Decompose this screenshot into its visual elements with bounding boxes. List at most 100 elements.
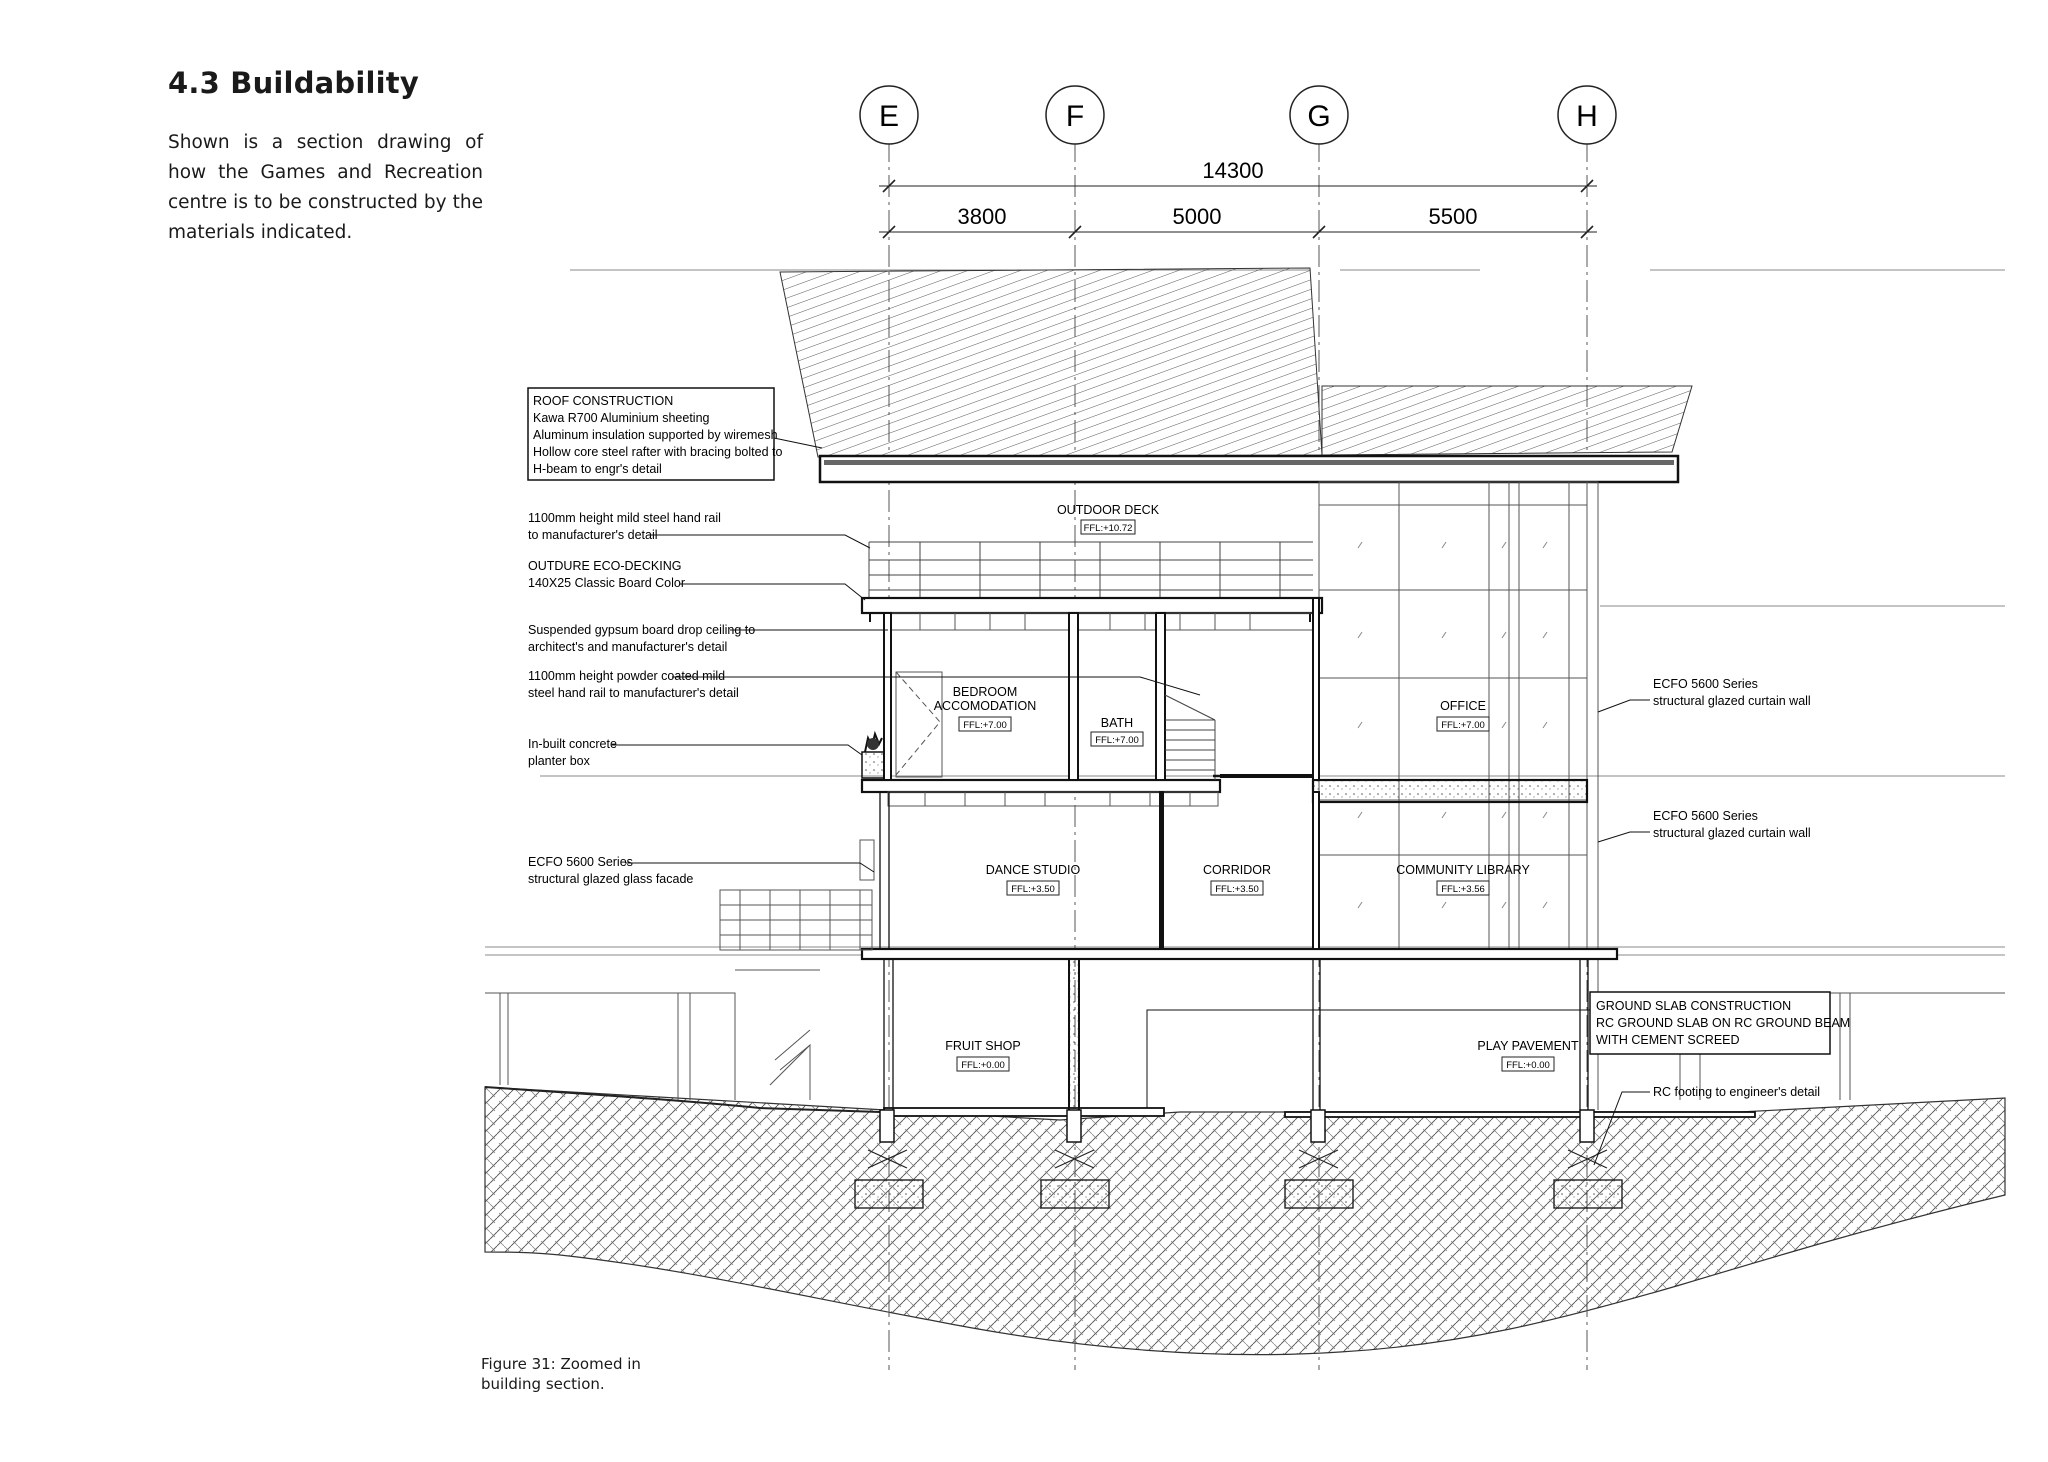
- room-bath: BATH FFL:+7.00: [1090, 716, 1144, 747]
- intro-paragraph: Shown is a section drawing of how the Ga…: [168, 132, 483, 243]
- room-bedroom: BEDROOM ACCOMODATION FFL:+7.00: [934, 685, 1037, 732]
- note-handrail-deck-line-2: to manufacturer's detail: [528, 528, 658, 542]
- ffl-outdoor-deck: FFL:+10.72: [1084, 523, 1133, 534]
- room-fruit-shop: FRUIT SHOP FFL:+0.00: [945, 1039, 1021, 1072]
- note-ceiling-line-1: Suspended gypsum board drop ceiling to: [528, 623, 755, 637]
- dimension-overall: 14300: [1202, 158, 1263, 183]
- axis-label-h: H: [1576, 100, 1598, 133]
- ffl-play-pavement: FFL:+0.00: [1506, 1060, 1550, 1071]
- planter-box: [861, 730, 885, 779]
- note-footing: RC footing to engineer's detail: [1593, 1085, 1820, 1166]
- deck-handrail: [868, 541, 1313, 598]
- note-curtain-upper-line-2: structural glazed curtain wall: [1653, 694, 1811, 708]
- room-name-outdoor-deck: OUTDOOR DECK: [1057, 503, 1160, 517]
- note-roof: ROOF CONSTRUCTION Kawa R700 Aluminium sh…: [527, 387, 823, 481]
- level-1-slab: [860, 947, 1619, 961]
- dimension-span-ef: 3800: [958, 204, 1007, 229]
- ffl-bedroom: FFL:+7.00: [963, 720, 1007, 731]
- room-name-bedroom: BEDROOM: [953, 685, 1018, 699]
- note-facade-line-1: ECFO 5600 Series: [528, 855, 633, 869]
- note-handrail-powder: 1100mm height powder coated mild steel h…: [528, 669, 1201, 700]
- note-decking-line-2: 140X25 Classic Board Color: [528, 576, 685, 590]
- room-name-play-pavement: PLAY PAVEMENT: [1477, 1039, 1579, 1053]
- room-name-office: OFFICE: [1440, 699, 1486, 713]
- note-footing-line-1: RC footing to engineer's detail: [1653, 1085, 1820, 1099]
- grid-axes: E F G H: [859, 85, 1617, 1370]
- note-facade-line-2: structural glazed glass facade: [528, 872, 693, 886]
- dimension-span-gh: 5500: [1429, 204, 1478, 229]
- roof: [779, 267, 1693, 484]
- note-ground-slab-line-2: RC GROUND SLAB ON RC GROUND BEAM: [1596, 1016, 1850, 1030]
- note-handrail-powder-line-1: 1100mm height powder coated mild: [528, 669, 725, 683]
- ffl-fruit-shop: FFL:+0.00: [961, 1060, 1005, 1071]
- ground-slope: [484, 1086, 881, 1113]
- ffl-corridor: FFL:+3.50: [1215, 884, 1259, 895]
- note-handrail-powder-line-2: steel hand rail to manufacturer's detail: [528, 686, 739, 700]
- note-ground-slab: GROUND SLAB CONSTRUCTION RC GROUND SLAB …: [1146, 991, 1850, 1108]
- note-decking: OUTDURE ECO-DECKING 140X25 Classic Board…: [528, 559, 866, 601]
- footings: [854, 1109, 1623, 1209]
- note-handrail-deck: 1100mm height mild steel hand rail to ma…: [528, 511, 871, 549]
- footing-f: [1040, 1109, 1110, 1209]
- note-decking-line-1: OUTDURE ECO-DECKING: [528, 559, 681, 573]
- deck-slab: [860, 596, 1324, 615]
- floor-slabs: [860, 596, 1756, 1118]
- ffl-community-library: FFL:+3.56: [1441, 884, 1485, 895]
- footing-h: [1553, 1109, 1623, 1209]
- walls: [879, 597, 1589, 1113]
- ffl-office: FFL:+7.00: [1441, 720, 1485, 731]
- room-office: OFFICE FFL:+7.00: [1436, 699, 1490, 732]
- note-curtain-lower-line-2: structural glazed curtain wall: [1653, 826, 1811, 840]
- footing-e: [854, 1109, 924, 1209]
- note-roof-line-3: Aluminum insulation supported by wiremes…: [533, 428, 778, 442]
- note-curtain-upper: ECFO 5600 Series structural glazed curta…: [1597, 677, 1811, 713]
- note-curtain-lower: ECFO 5600 Series structural glazed curta…: [1597, 809, 1811, 843]
- bedroom-door: [895, 671, 943, 778]
- stair-rail-bath: [1164, 694, 1216, 780]
- room-outdoor-deck: OUTDOOR DECK FFL:+10.72: [1057, 503, 1160, 535]
- note-roof-line-4: Hollow core steel rafter with bracing bo…: [533, 445, 782, 459]
- axis-e: E: [859, 85, 919, 1370]
- level-2-slab-right: [1311, 778, 1589, 804]
- context-buildings-left: [485, 839, 875, 1100]
- caption-line-1: Figure 31: Zoomed in: [481, 1355, 641, 1373]
- dimension-lines: [879, 179, 1597, 239]
- note-planter-line-2: planter box: [528, 754, 591, 768]
- figure-caption: Figure 31: Zoomed in building section.: [481, 1354, 641, 1394]
- note-ceiling-line-2: architect's and manufacturer's detail: [528, 640, 727, 654]
- note-ground-slab-line-1: GROUND SLAB CONSTRUCTION: [1596, 999, 1791, 1013]
- note-roof-line-5: H-beam to engr's detail: [533, 462, 662, 476]
- glass-marks: [1357, 541, 1548, 909]
- dimension-span-fg: 5000: [1173, 204, 1222, 229]
- room-corridor: CORRIDOR FFL:+3.50: [1203, 863, 1271, 896]
- note-handrail-deck-line-1: 1100mm height mild steel hand rail: [528, 511, 721, 525]
- ffl-bath: FFL:+7.00: [1095, 735, 1139, 746]
- room-name-fruit-shop: FRUIT SHOP: [945, 1039, 1020, 1053]
- ground-slab-right: [1284, 1111, 1756, 1118]
- axis-label-e: E: [879, 100, 899, 133]
- room-play-pavement: PLAY PAVEMENT FFL:+0.00: [1477, 1039, 1579, 1072]
- room-name-bath: BATH: [1101, 716, 1133, 730]
- room-name-community-library: COMMUNITY LIBRARY: [1396, 863, 1530, 877]
- note-facade: ECFO 5600 Series structural glazed glass…: [528, 855, 875, 886]
- room-dance-studio: DANCE STUDIO FFL:+3.50: [986, 863, 1081, 896]
- caption-line-2: building section.: [481, 1375, 605, 1393]
- note-roof-line-1: ROOF CONSTRUCTION: [533, 394, 673, 408]
- note-curtain-lower-line-1: ECFO 5600 Series: [1653, 809, 1758, 823]
- note-ceiling: Suspended gypsum board drop ceiling to a…: [528, 623, 888, 654]
- level-2-slab: [860, 778, 1222, 794]
- ground-slab: [883, 1107, 1165, 1117]
- room-community-library: COMMUNITY LIBRARY FFL:+3.56: [1396, 863, 1530, 896]
- note-planter: In-built concrete planter box: [528, 737, 863, 768]
- ground-earth: [484, 1086, 2006, 1356]
- axis-label-f: F: [1066, 100, 1084, 133]
- note-roof-line-2: Kawa R700 Aluminium sheeting: [533, 411, 710, 425]
- note-ground-slab-line-3: WITH CEMENT SCREED: [1596, 1033, 1740, 1047]
- note-curtain-upper-line-1: ECFO 5600 Series: [1653, 677, 1758, 691]
- section-heading: 4.3 Buildability: [168, 66, 419, 100]
- room-name-dance-studio: DANCE STUDIO: [986, 863, 1081, 877]
- note-planter-line-1: In-built concrete: [528, 737, 617, 751]
- room-name-corridor: CORRIDOR: [1203, 863, 1271, 877]
- room-name-accomodation: ACCOMODATION: [934, 699, 1037, 713]
